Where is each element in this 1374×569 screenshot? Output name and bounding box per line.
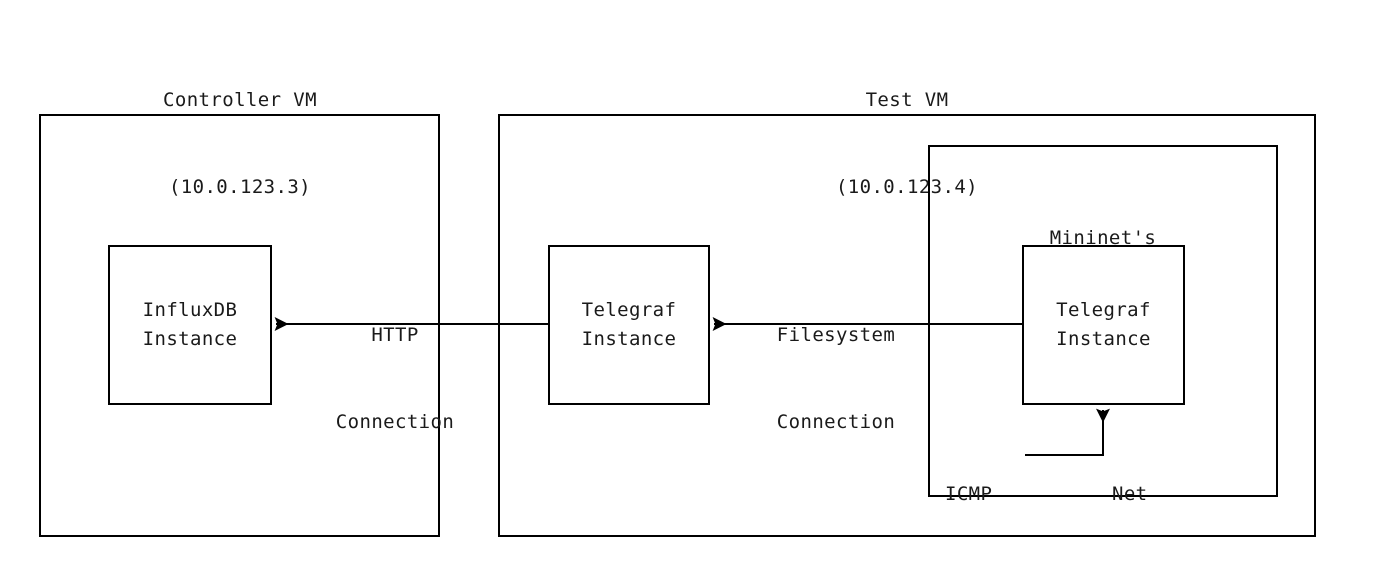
- test-vm-title: Test VM (10.0.123.4): [787, 28, 1027, 260]
- test-vm-address: (10.0.123.4): [835, 176, 979, 198]
- influxdb-label-line-1: InfluxDB: [142, 299, 238, 321]
- telegraf-host-label-line-1: Telegraf: [581, 299, 677, 321]
- net-plugin-label: Net Plugin: [1112, 422, 1232, 569]
- test-vm-name: Test VM: [865, 89, 949, 111]
- telegraf-host-instance-box[interactable]: Telegraf Instance: [548, 245, 710, 405]
- telegraf-namespace-instance-box[interactable]: Telegraf Instance: [1022, 245, 1185, 405]
- namespace-name-line-1: Mininet's: [1049, 227, 1157, 249]
- mininet-namespace-boundary: [928, 145, 1278, 497]
- icmp-data-label: ICMP Data: [945, 422, 1055, 569]
- controller-vm-address: (10.0.123.3): [168, 176, 312, 198]
- telegraf-host-label-line-2: Instance: [581, 328, 677, 350]
- http-connection-line-2: Connection: [335, 411, 455, 433]
- controller-vm-boundary: [39, 114, 440, 537]
- test-vm-boundary: [498, 114, 1316, 537]
- influxdb-instance-box[interactable]: InfluxDB Instance: [108, 245, 272, 405]
- http-connection-line-1: HTTP: [371, 324, 419, 346]
- influxdb-label-line-2: Instance: [142, 328, 238, 350]
- telegraf-namespace-label-line-1: Telegraf: [1056, 299, 1151, 321]
- controller-vm-name: Controller VM: [163, 89, 317, 111]
- filesystem-connection-line-1: Filesystem: [776, 324, 896, 346]
- controller-vm-title: Controller VM (10.0.123.3): [120, 28, 360, 260]
- net-plugin-line-1: Net: [1112, 483, 1148, 505]
- telegraf-namespace-label-line-2: Instance: [1056, 328, 1151, 350]
- filesystem-connection-label: Filesystem Connection: [718, 263, 954, 495]
- http-connection-label: HTTP Connection: [280, 263, 510, 495]
- icmp-data-line-1: ICMP: [945, 483, 993, 505]
- filesystem-connection-line-2: Connection: [776, 411, 896, 433]
